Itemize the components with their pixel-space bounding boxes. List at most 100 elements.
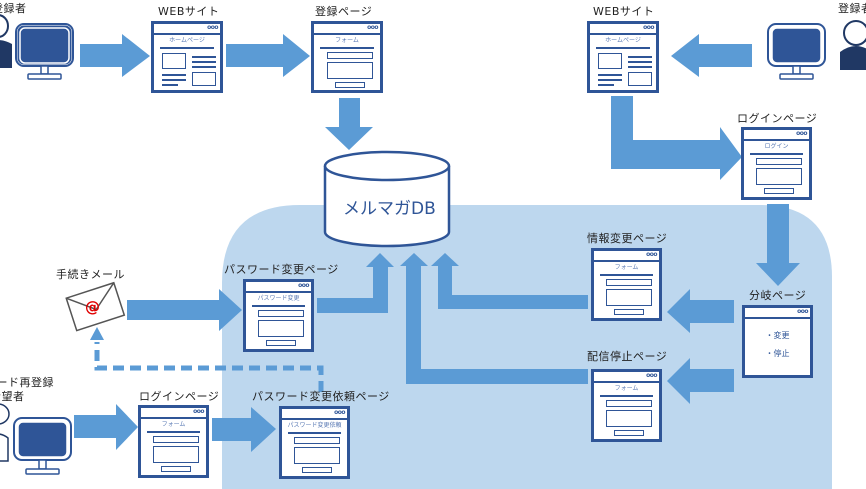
image-block — [162, 53, 186, 69]
title-bar — [594, 260, 659, 262]
arrow-register-to-db — [325, 98, 373, 150]
branch-item-change[interactable]: ・変更 — [765, 331, 790, 340]
submit-button — [161, 466, 191, 472]
text-line — [628, 61, 652, 63]
website-left-page[interactable]: ooo ホームページ — [151, 21, 223, 93]
input-field — [606, 279, 652, 286]
page-content-title: フォーム — [335, 37, 359, 44]
monitor-icon-top-left — [15, 23, 74, 80]
submit-button — [614, 309, 644, 315]
textarea-field — [294, 447, 340, 464]
textarea-field — [756, 168, 802, 185]
person-icon-bottom-left — [0, 403, 10, 462]
submit-button — [266, 340, 296, 346]
password-request-page-label: パスワード変更依頼ページ — [252, 390, 390, 403]
page-content-title: ホームページ — [605, 37, 641, 44]
title-bar — [314, 33, 380, 35]
window-dots-icon: ooo — [646, 251, 657, 258]
title-bar — [141, 417, 206, 419]
text-line — [628, 56, 652, 58]
arrow-login-to-branch — [756, 204, 800, 286]
window-dots-icon: ooo — [646, 372, 657, 379]
monitor-icon-bottom-left — [13, 417, 72, 475]
page-content-title: ログイン — [764, 143, 789, 150]
arrow-website-to-register — [226, 34, 310, 77]
arrow-branch-to-info-change — [667, 289, 734, 333]
submit-button — [764, 188, 794, 194]
arrow-user-to-login-bottom — [74, 404, 138, 450]
mail-label: 手続きメール — [56, 268, 125, 281]
title-bar — [282, 418, 347, 420]
mail-at-symbol: @ — [85, 298, 100, 316]
window-dots-icon: ooo — [796, 130, 807, 137]
text-line — [628, 66, 652, 68]
textarea-field — [606, 410, 652, 427]
page-content-title: パスワード変更 — [257, 295, 300, 302]
login-page-right[interactable]: ooo ログイン — [741, 127, 812, 200]
title-bar — [745, 317, 810, 319]
window-dots-icon: ooo — [367, 24, 378, 31]
input-field — [327, 52, 373, 59]
database-cylinder-icon — [323, 150, 451, 248]
monitor-icon-top-right — [767, 23, 826, 80]
title-bar — [154, 33, 220, 35]
divider — [320, 47, 374, 49]
image-block — [192, 72, 216, 86]
window-dots-icon: ooo — [797, 308, 808, 315]
submit-button — [335, 82, 365, 88]
page-content-title: フォーム — [614, 385, 639, 392]
dashed-arrow-head — [90, 327, 104, 340]
person-icon-top-left — [0, 14, 12, 68]
branch-page-label: 分岐ページ — [749, 289, 807, 302]
website-right-label: WEBサイト — [593, 5, 655, 18]
text-line — [192, 66, 216, 68]
password-request-page[interactable]: ooo パスワード変更依頼 — [279, 406, 350, 479]
login-page-bottom-label: ログインページ — [139, 390, 220, 403]
text-line — [192, 61, 216, 63]
text-line — [598, 84, 614, 86]
info-change-page[interactable]: ooo フォーム — [591, 248, 662, 321]
textarea-field — [153, 446, 199, 463]
branch-item-stop[interactable]: ・停止 — [765, 349, 790, 358]
title-bar — [744, 139, 809, 141]
unsubscribe-page-label: 配信停止ページ — [587, 350, 668, 363]
title-bar — [246, 291, 311, 293]
login-page-right-label: ログインページ — [737, 112, 818, 125]
register-page[interactable]: ooo フォーム — [311, 21, 383, 93]
database-label: メルマガDB — [343, 199, 436, 219]
text-line — [598, 79, 622, 81]
title-bar — [594, 381, 659, 383]
branch-page[interactable]: ooo ・変更 ・停止 — [742, 305, 813, 378]
person-label-top-right: 登録者 — [838, 2, 866, 15]
title-bar — [590, 33, 656, 35]
page-content-title: パスワード変更依頼 — [287, 422, 342, 429]
arrow-website-to-login — [611, 96, 742, 180]
page-content-title: フォーム — [614, 264, 639, 271]
input-field — [153, 436, 199, 443]
arrow-user-to-website-right — [671, 34, 752, 77]
login-page-bottom[interactable]: ooo フォーム — [138, 405, 209, 478]
divider — [600, 274, 653, 276]
website-right-page[interactable]: ooo ホームページ — [587, 21, 659, 93]
arrow-info-change-to-db — [431, 253, 588, 309]
arrow-user-to-website — [80, 34, 150, 77]
divider — [147, 431, 200, 433]
arrow-branch-to-unsubscribe — [667, 358, 734, 404]
divider — [600, 395, 653, 397]
divider — [288, 432, 341, 434]
info-change-page-label: 情報変更ページ — [587, 232, 668, 245]
arrow-unsubscribe-to-db — [400, 253, 588, 384]
person-icon-top-right — [840, 20, 866, 70]
page-content-title: ホームページ — [169, 37, 205, 44]
input-field — [606, 400, 652, 407]
password-change-page[interactable]: ooo パスワード変更 — [243, 279, 314, 352]
image-block — [598, 53, 622, 69]
unsubscribe-page[interactable]: ooo フォーム — [591, 369, 662, 442]
window-dots-icon: ooo — [643, 24, 654, 31]
divider — [596, 47, 650, 49]
text-line — [162, 84, 178, 86]
textarea-field — [606, 289, 652, 306]
input-field — [258, 310, 304, 317]
website-left-label: WEBサイト — [158, 5, 220, 18]
